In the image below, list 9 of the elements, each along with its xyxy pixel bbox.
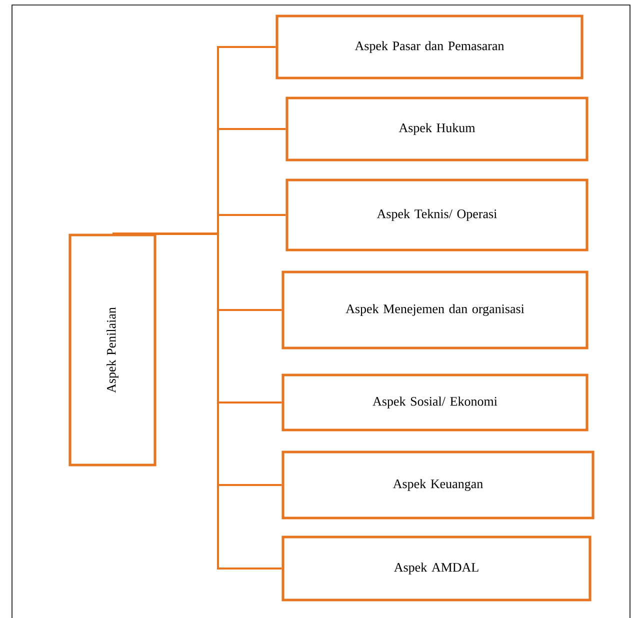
connector-line bbox=[112, 232, 282, 570]
aspect-box: Aspek Pasar dan Pemasaran bbox=[276, 14, 584, 80]
aspect-box: Aspek AMDAL bbox=[282, 536, 592, 602]
aspect-box: Aspek Menejemen dan organisasi bbox=[282, 270, 588, 350]
aspect-box: Aspek Hukum bbox=[286, 96, 588, 162]
aspect-box: Aspek Sosial/ Ekonomi bbox=[282, 374, 588, 432]
aspect-box: Aspek Penilaian bbox=[68, 234, 156, 466]
aspect-box: Aspek Keuangan bbox=[282, 450, 594, 520]
aspect-box: Aspek Teknis/ Operasi bbox=[286, 178, 588, 252]
